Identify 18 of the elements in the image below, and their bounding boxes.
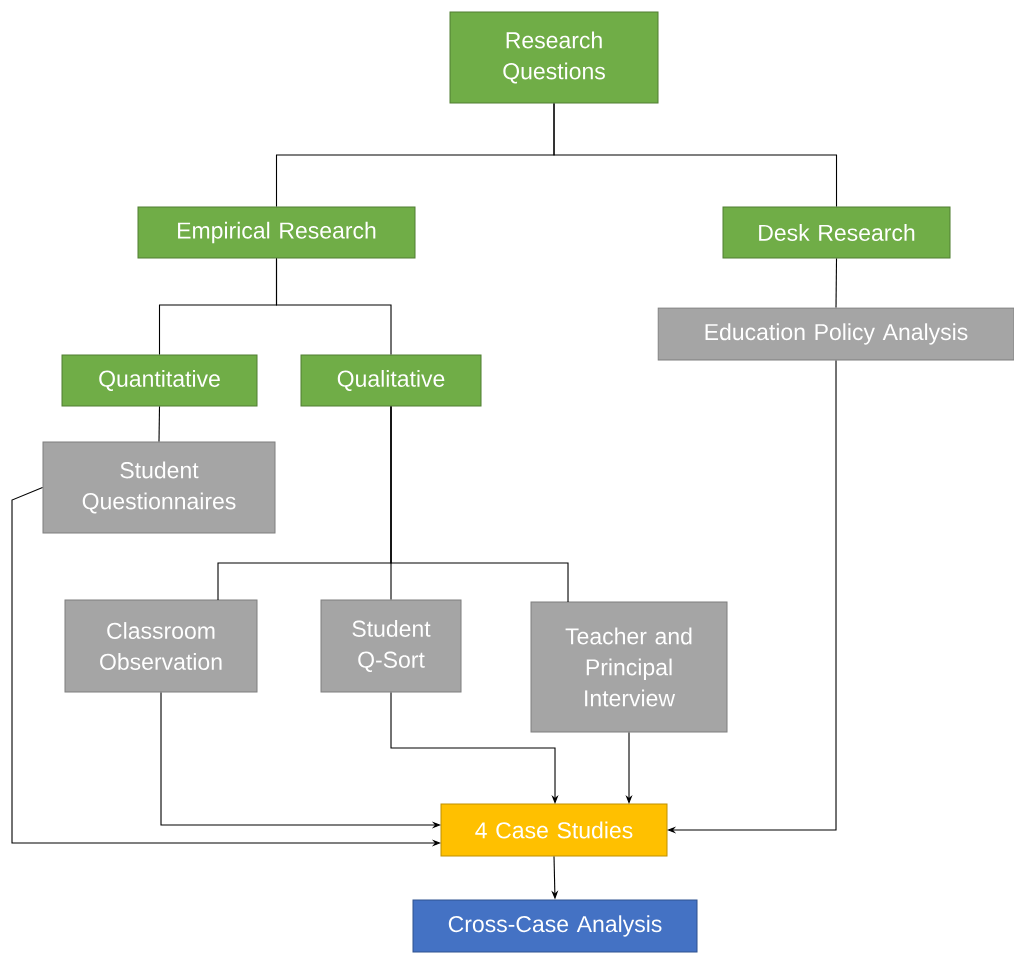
process-box: Classroom Observation (64, 599, 258, 693)
process-box: Cross-Case Analysis (412, 899, 698, 953)
connector (158, 405, 161, 443)
process-box: Empirical Research (137, 206, 416, 259)
connector (275, 257, 392, 356)
connector (553, 102, 838, 208)
connector (390, 405, 569, 603)
process-box: Quantitative (61, 354, 258, 407)
process-box: Student Questionnaires (42, 441, 276, 534)
connector (835, 257, 838, 309)
process-box: Qualitative (300, 354, 482, 407)
process-box: Teacher and Principal Interview (530, 601, 728, 733)
process-box: 4 Case Studies (440, 803, 668, 857)
process-box: Research Questions (449, 11, 659, 104)
process-box: Student Q-Sort (320, 599, 462, 693)
process-box: Desk Research (722, 206, 951, 259)
connector (390, 691, 559, 804)
process-box: Education Policy Analysis (657, 307, 1014, 361)
